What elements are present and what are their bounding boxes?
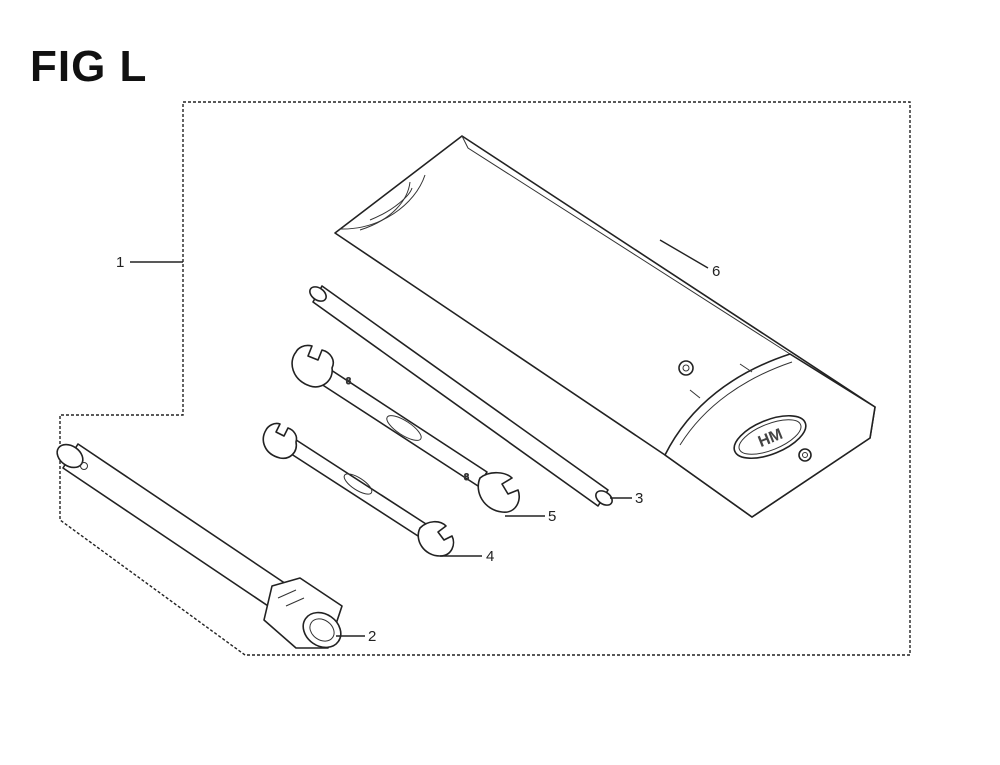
callout-2: 2 xyxy=(368,628,376,645)
callout-6: 6 xyxy=(712,263,720,280)
callout-4: 4 xyxy=(486,548,494,565)
callout-5: 5 xyxy=(548,508,556,525)
socket-wrench xyxy=(56,443,343,649)
figure-title: FIG L xyxy=(30,42,148,91)
svg-text:8: 8 xyxy=(464,472,469,482)
svg-text:8: 8 xyxy=(346,376,351,386)
handle-bar xyxy=(309,285,613,507)
tool-bag: HM xyxy=(334,135,876,518)
kit-frame xyxy=(59,101,911,656)
callout-1: 1 xyxy=(116,254,124,271)
wrench-large: 8 8 xyxy=(291,344,520,513)
wrench-small xyxy=(262,422,455,557)
callout-3: 3 xyxy=(635,490,643,507)
leader-6 xyxy=(659,239,709,269)
